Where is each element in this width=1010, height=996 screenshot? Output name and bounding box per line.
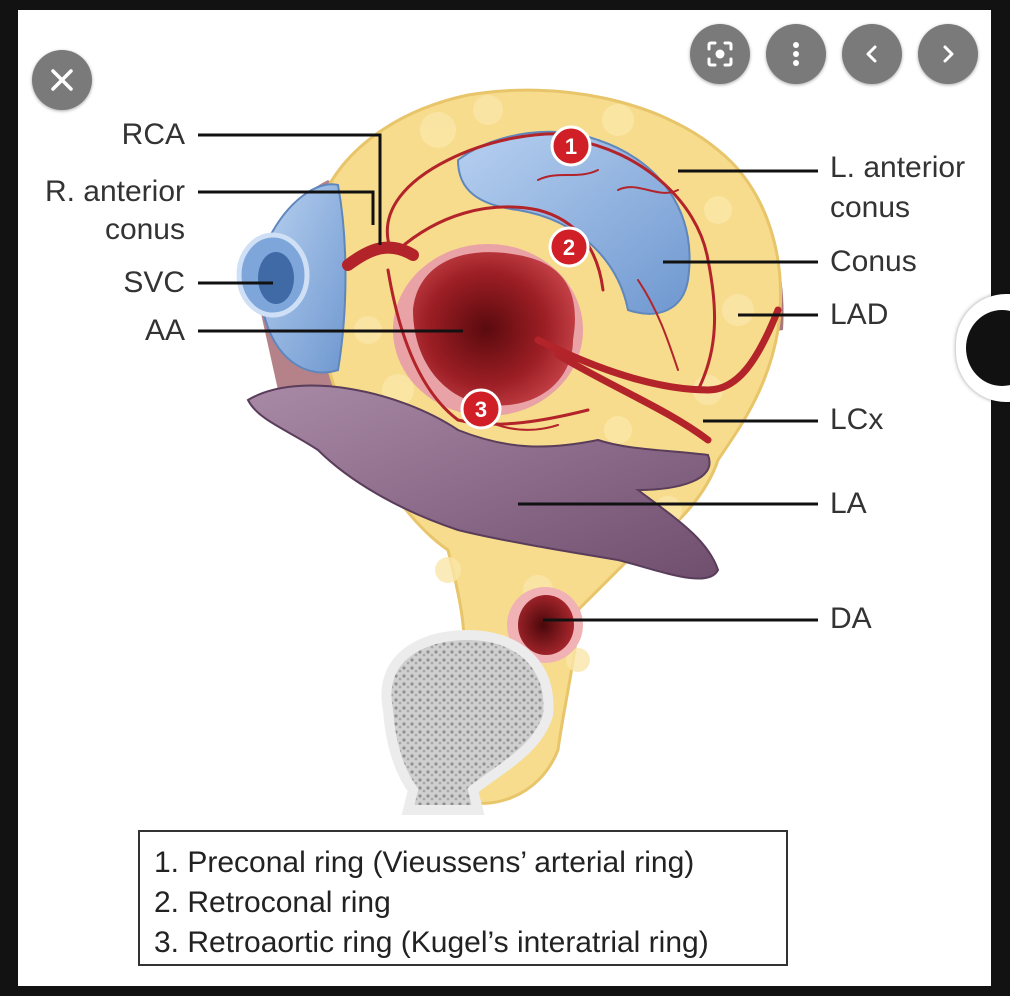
visual-search-icon	[707, 41, 733, 67]
close-button[interactable]	[32, 50, 92, 110]
label-la: LA	[830, 487, 867, 520]
lcx-artery	[554, 351, 712, 444]
label-aa: AA	[144, 314, 185, 347]
next-image-button[interactable]	[918, 24, 978, 84]
leader-r-anterior-conus	[198, 190, 375, 225]
label-l-anterior-conus-line2: conus	[830, 191, 911, 224]
more-vertical-icon	[793, 42, 799, 66]
label-r-anterior-conus-line2: conus	[104, 213, 185, 246]
svg-text:2: 2	[563, 235, 575, 260]
owl-logo-icon	[966, 310, 1010, 386]
visual-search-button[interactable]	[690, 24, 750, 84]
left-atrium	[246, 384, 720, 580]
label-conus: Conus	[830, 245, 917, 278]
previous-image-button[interactable]	[842, 24, 902, 84]
label-lcx: LCx	[830, 403, 884, 436]
legend-item-1: 1. Preconal ring (Vieussens’ arterial ri…	[154, 846, 695, 879]
close-icon	[51, 69, 73, 91]
chevron-right-icon	[943, 45, 954, 63]
label-da: DA	[830, 602, 872, 635]
label-l-anterior-conus-line1: L. anterior	[830, 151, 966, 184]
vertebra	[381, 629, 554, 815]
marker-3: 3	[460, 388, 502, 430]
legend-box: 1. Preconal ring (Vieussens’ arterial ri…	[138, 830, 788, 966]
legend-item-3: 3. Retroaortic ring (Kugel’s interatrial…	[154, 926, 709, 959]
chevron-left-icon	[866, 45, 877, 63]
leader-rca	[198, 133, 382, 245]
svg-text:3: 3	[475, 397, 487, 422]
svg-text:1: 1	[565, 134, 577, 159]
label-lad: LAD	[830, 298, 889, 331]
marker-1: 1	[550, 125, 592, 167]
rca-artery	[342, 241, 419, 271]
lad-artery	[534, 306, 782, 394]
label-rca: RCA	[121, 118, 185, 151]
anatomy-illustration: 1 2 3	[198, 88, 818, 815]
marker-2: 2	[548, 226, 590, 268]
legend-item-2: 2. Retroconal ring	[154, 886, 391, 919]
image-viewer: 1 2 3 RCA R. anterior conus SVC AA L. an…	[18, 10, 991, 986]
label-svc: SVC	[123, 266, 185, 299]
more-options-button[interactable]	[766, 24, 826, 84]
label-r-anterior-conus-line1: R. anterior	[44, 175, 185, 208]
